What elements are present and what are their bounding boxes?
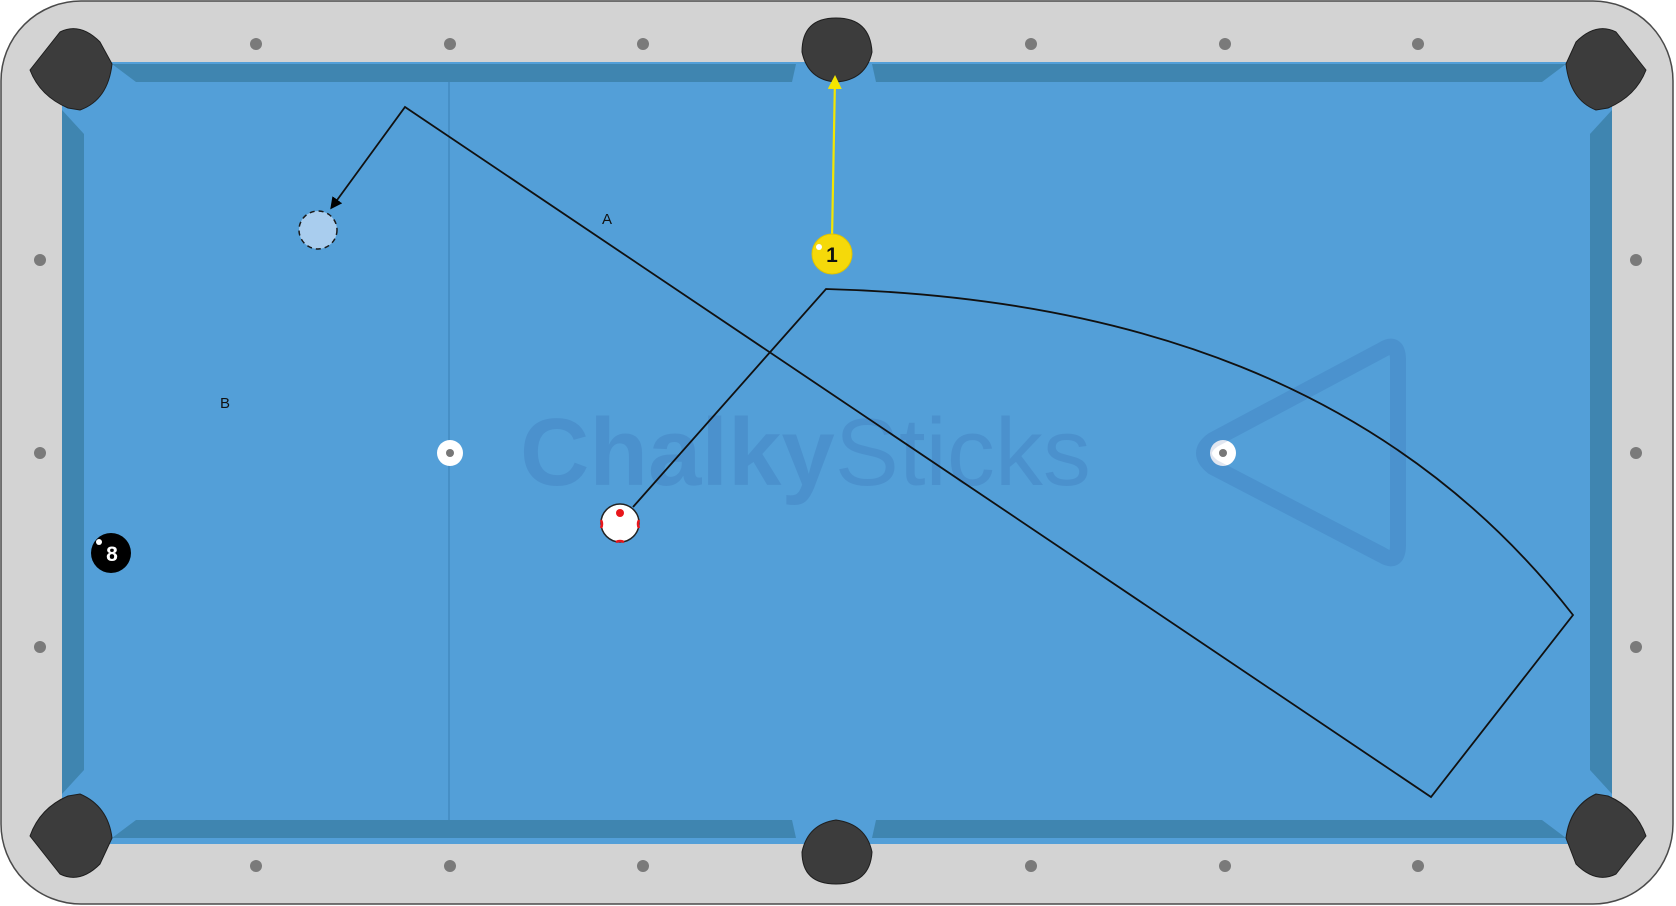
path-label-b: B: [220, 395, 230, 412]
head-spot: [437, 440, 463, 466]
cushions: [62, 64, 1612, 838]
cue-tip-mark: [616, 509, 624, 517]
svg-text:ChalkySticks: ChalkySticks: [520, 399, 1091, 506]
pocket-top-left: [29, 28, 113, 111]
pocket-top-right: [1565, 28, 1647, 111]
diamonds: [34, 38, 1642, 872]
one-ball[interactable]: 1: [811, 233, 853, 275]
foot-spot: [1210, 440, 1236, 466]
pockets: [29, 17, 1647, 885]
eight-ball-number: 8: [106, 543, 118, 566]
cushion-top-left: [112, 64, 796, 82]
pocket-bottom-left: [29, 793, 113, 878]
pocket-bottom-right: [1565, 793, 1647, 878]
cue-ball-path: [330, 105, 1575, 799]
pocket-bottom-middle: [801, 819, 873, 885]
watermark: ChalkySticks: [520, 338, 1406, 567]
object-ball-path: [827, 75, 842, 240]
cue-ball-position: [298, 210, 338, 250]
watermark-brand-light: Sticks: [835, 399, 1091, 506]
cushion-right: [1590, 110, 1612, 794]
one-ball-number: 1: [826, 244, 838, 267]
pocket-top-middle: [801, 17, 873, 83]
eight-ball[interactable]: 8: [91, 533, 131, 573]
cushion-bottom-right: [872, 820, 1566, 838]
watermark-brand-bold: Chalky: [520, 399, 835, 506]
rack-triangle-icon: [1196, 338, 1406, 567]
path-label-a: A: [602, 211, 612, 228]
table-cloth: [62, 62, 1612, 844]
cue-ball[interactable]: [599, 503, 641, 544]
cushion-top-right: [872, 64, 1566, 82]
cushion-left: [62, 110, 84, 794]
cushion-bottom-left: [112, 820, 796, 838]
